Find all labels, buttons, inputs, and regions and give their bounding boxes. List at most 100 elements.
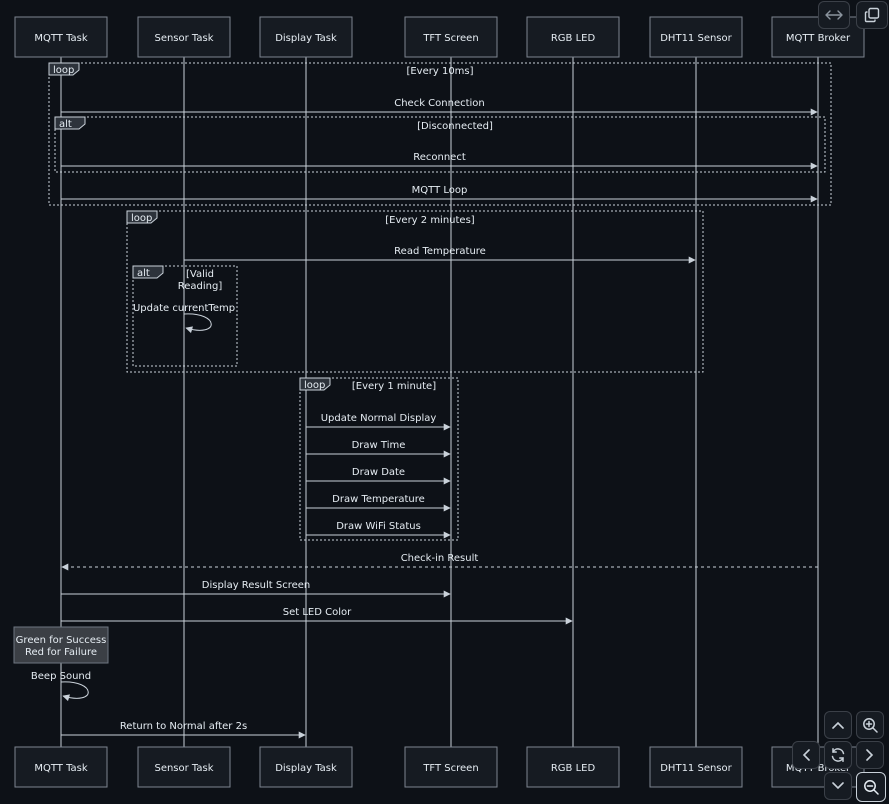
frame-loop-1min: loop[Every 1 minute] bbox=[299, 377, 459, 541]
actor-box bbox=[14, 746, 108, 788]
actor-rgb_led-top: RGB LED bbox=[526, 16, 620, 58]
message-label: Read Temperature bbox=[394, 246, 486, 257]
frame-tag bbox=[132, 265, 164, 279]
copy-button[interactable] bbox=[856, 1, 888, 29]
frame-border bbox=[132, 265, 238, 367]
message-12: Display Result Screen bbox=[61, 580, 451, 598]
actor-label: RGB LED bbox=[551, 33, 596, 44]
zoom-in-button[interactable] bbox=[856, 711, 884, 739]
frame-loop-2min: loop [Every 2 minutes] bbox=[126, 210, 704, 373]
frame-condition: [Every 2 minutes] bbox=[385, 215, 475, 226]
frame-kind-label: loop bbox=[304, 380, 325, 391]
actor-tft_screen-bottom: TFT Screen bbox=[404, 746, 498, 788]
message-label: Draw Date bbox=[352, 467, 405, 478]
message-5: Update currentTemp bbox=[133, 303, 235, 334]
message-15: Return to Normal after 2s bbox=[61, 721, 306, 739]
frame-kind-label: alt bbox=[59, 119, 72, 130]
frame-tag bbox=[54, 116, 86, 130]
actor-box bbox=[137, 16, 231, 58]
message-4: Read Temperature bbox=[184, 246, 696, 264]
actor-box bbox=[137, 746, 231, 788]
actor-sensor_task-top: Sensor Task bbox=[137, 16, 231, 58]
actor-label: MQTT Broker bbox=[786, 33, 851, 44]
actor-mqtt_task-bottom: MQTT Task bbox=[14, 746, 108, 788]
note-line: Red for Failure bbox=[25, 647, 97, 658]
pan-up-button[interactable] bbox=[824, 711, 852, 739]
actor-rgb_led-bottom: RGB LED bbox=[526, 746, 620, 788]
actor-box bbox=[14, 16, 108, 58]
actor-sensor_task-bottom: Sensor Task bbox=[137, 746, 231, 788]
note-box bbox=[13, 626, 109, 664]
message-label: Draw Temperature bbox=[332, 494, 425, 505]
message-7: Draw Time bbox=[306, 440, 451, 458]
actor-label: Display Task bbox=[275, 33, 337, 44]
actor-label: DHT11 Sensor bbox=[660, 763, 732, 774]
frame-tag bbox=[126, 210, 158, 224]
actor-box bbox=[526, 16, 620, 58]
message-14: Beep Sound bbox=[31, 671, 91, 702]
message-label: Check-in Result bbox=[401, 553, 479, 564]
actor-box bbox=[259, 746, 353, 788]
pan-left-button[interactable] bbox=[792, 741, 820, 769]
frame-alt-disconnected: alt [Disconnected] bbox=[54, 116, 826, 173]
actor-label: MQTT Task bbox=[34, 33, 88, 44]
actor-box bbox=[404, 746, 498, 788]
message-6: Update Normal Display bbox=[306, 413, 451, 431]
actor-label: RGB LED bbox=[551, 763, 596, 774]
frame-condition: [Valid bbox=[186, 269, 214, 280]
actor-label: MQTT Broker bbox=[786, 763, 851, 774]
actor-label: Sensor Task bbox=[154, 763, 213, 774]
frame-condition: [Disconnected] bbox=[417, 121, 493, 132]
actor-display_task-top: Display Task bbox=[259, 16, 353, 58]
message-label: Display Result Screen bbox=[202, 580, 311, 591]
pan-right-button[interactable] bbox=[856, 741, 884, 769]
actor-dht11_sensor-bottom: DHT11 Sensor bbox=[649, 746, 743, 788]
frame-condition: [Every 10ms] bbox=[406, 66, 473, 77]
actor-mqtt_task-top: MQTT Task bbox=[14, 16, 108, 58]
frame-kind-label: alt bbox=[137, 268, 150, 279]
copy-icon bbox=[864, 7, 880, 23]
frame-kind-label: loop bbox=[131, 213, 152, 224]
message-label: Beep Sound bbox=[31, 671, 91, 682]
message-label: Update currentTemp bbox=[133, 303, 235, 314]
actor-label: MQTT Task bbox=[34, 763, 88, 774]
frame-border bbox=[54, 116, 826, 173]
message-11: Check-in Result bbox=[61, 553, 818, 571]
actor-label: Sensor Task bbox=[154, 33, 213, 44]
message-label: Return to Normal after 2s bbox=[120, 721, 247, 732]
actor-box bbox=[649, 746, 743, 788]
zoom-out-icon bbox=[863, 779, 879, 795]
actor-label: Display Task bbox=[275, 763, 337, 774]
frame-tag bbox=[299, 377, 331, 391]
message-9: Draw Temperature bbox=[306, 494, 451, 512]
expand-horizontal-button[interactable] bbox=[818, 1, 850, 29]
pan-down-button[interactable] bbox=[824, 772, 852, 800]
frame-border bbox=[48, 62, 832, 206]
frame-border bbox=[299, 377, 459, 541]
actor-tft_screen-top: TFT Screen bbox=[404, 16, 498, 58]
note-line: Green for Success bbox=[16, 635, 107, 646]
message-label: Update Normal Display bbox=[321, 413, 437, 424]
actor-label: DHT11 Sensor bbox=[660, 33, 732, 44]
actor-box bbox=[259, 16, 353, 58]
chevron-left-icon bbox=[802, 749, 810, 761]
message-1: Check Connection bbox=[61, 98, 818, 116]
frame-border bbox=[126, 210, 704, 373]
message-10: Draw WiFi Status bbox=[306, 521, 451, 539]
actor-display_task-bottom: Display Task bbox=[259, 746, 353, 788]
message-label: MQTT Loop bbox=[412, 185, 468, 196]
frame-condition-line2: Reading] bbox=[178, 281, 223, 292]
reset-icon bbox=[830, 747, 846, 763]
chevron-down-icon bbox=[832, 782, 844, 790]
actor-label: TFT Screen bbox=[422, 763, 478, 774]
zoom-out-button[interactable] bbox=[856, 772, 886, 802]
message-label: Reconnect bbox=[413, 152, 466, 163]
message-8: Draw Date bbox=[306, 467, 451, 485]
reset-view-button[interactable] bbox=[824, 741, 852, 769]
message-label: Draw WiFi Status bbox=[336, 521, 421, 532]
zoom-in-icon bbox=[862, 717, 878, 733]
chevron-up-icon bbox=[832, 721, 844, 729]
